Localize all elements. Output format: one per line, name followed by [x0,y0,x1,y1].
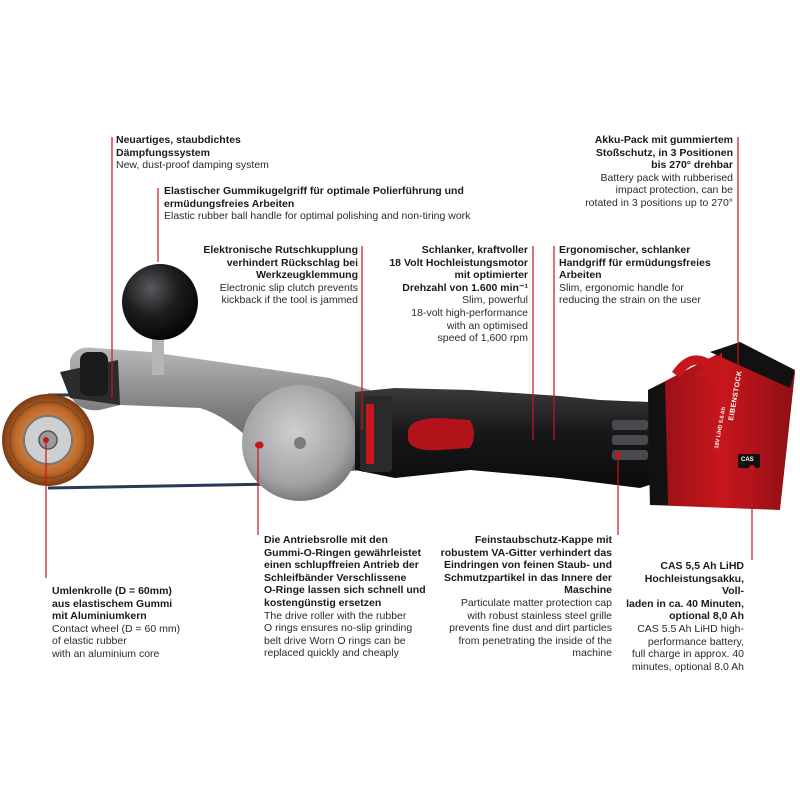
battery-pack [648,342,795,510]
callout-drive-roller: Die Antriebsrolle mit den Gummi-O-Ringen… [264,534,442,660]
callout-de: Umlenkrolle (D = 60mm) aus elastischem G… [52,585,173,623]
callout-de: Elektronische Rutschkupplung verhindert … [203,244,358,282]
callout-en: CAS 5.5 Ah LiHD high- performance batter… [631,622,744,673]
callout-dust-cap: Feinstaubschutz-Kappe mit robustem VA-Gi… [438,534,612,660]
callout-slip-clutch: Elektronische Rutschkupplung verhindert … [200,244,358,307]
cas-logo: CAS [741,457,754,463]
callout-de: Schlanker, kraftvoller 18 Volt Hochleist… [389,244,528,294]
motor-body [355,388,680,488]
callout-de: CAS 5,5 Ah LiHD Hochleistungsakku, Voll-… [626,560,744,623]
callout-en: Elastic rubber ball handle for optimal p… [164,210,471,223]
callout-de: Akku-Pack mit gummiertem Stoßschutz, in … [594,134,733,172]
callout-en: Electronic slip clutch prevents kickback… [219,281,358,307]
callout-de: Elastischer Gummikugelgriff für optimale… [164,185,464,210]
callout-en: Slim, ergonomic handle for reducing the … [559,281,701,307]
callout-de: Ergonomischer, schlanker Handgriff für e… [559,244,711,282]
rotation-arrow-icon [672,352,722,382]
callout-en: Battery pack with rubberised impact prot… [585,171,733,209]
callout-motor: Schlanker, kraftvoller 18 Volt Hochleist… [378,244,528,345]
callout-battery-pack: Akku-Pack mit gummiertem Stoßschutz, in … [575,134,733,210]
callout-en: Slim, powerful 18-volt high-performance … [411,294,528,345]
callout-de: Die Antriebsrolle mit den Gummi-O-Ringen… [264,534,426,609]
callout-en: The drive roller with the rubber O rings… [264,609,413,660]
callout-de: Feinstaubschutz-Kappe mit robustem VA-Gi… [440,534,612,597]
callout-en: Particulate matter protection cap with r… [449,596,612,660]
callout-de: Neuartiges, staubdichtes Dämpfungssystem [116,134,241,159]
rubber-ball-handle [122,264,198,375]
callout-damping-system: Neuartiges, staubdichtes Dämpfungssystem… [116,134,286,172]
callout-en: Contact wheel (D = 60 mm) of elastic rub… [52,622,181,660]
callout-en: New, dust-proof damping system [116,159,269,172]
callout-ball-handle: Elastischer Gummikugelgriff für optimale… [164,185,484,223]
callout-cas-battery: CAS 5,5 Ah LiHD Hochleistungsakku, Voll-… [622,560,744,673]
callout-contact-wheel: Umlenkrolle (D = 60mm) aus elastischem G… [52,585,202,661]
callout-ergonomic-grip: Ergonomischer, schlanker Handgriff für e… [559,244,729,307]
